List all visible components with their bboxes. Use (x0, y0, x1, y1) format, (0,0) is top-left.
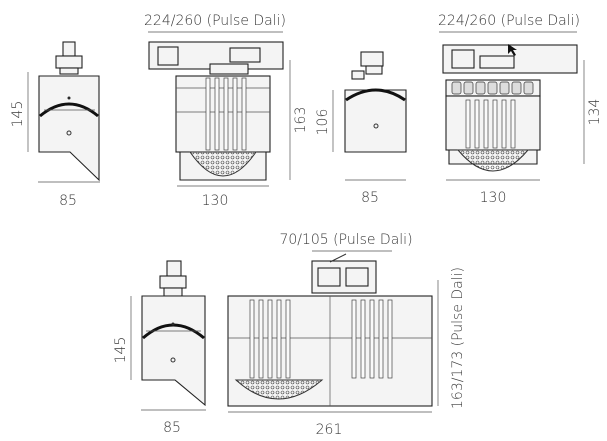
fin (214, 77, 220, 151)
v3-width-label: 85 (361, 190, 379, 206)
fin (276, 299, 282, 379)
v6-height-label: 163/173 (Pulse Dali) (450, 267, 466, 409)
fin (241, 77, 247, 151)
v4-track-label: 224/260 (Pulse Dali) (438, 13, 580, 29)
housing-front (175, 75, 271, 153)
dim-v3: 106 85 (315, 90, 406, 206)
dim-v6: 163/173 (Pulse Dali) 261 (228, 267, 466, 438)
fin (249, 299, 255, 379)
housing-side (38, 75, 100, 182)
v4-height-label: 134 (587, 99, 603, 126)
v1-height-label: 145 (10, 101, 26, 128)
side-view-3 (344, 51, 407, 153)
fin (232, 77, 238, 151)
dim-v5: 145 85 (113, 296, 206, 436)
v5-height-label: 145 (113, 337, 129, 364)
front-view-2: 224/260 (Pulse Dali) (144, 13, 286, 181)
fin (258, 299, 264, 379)
fin (474, 99, 480, 149)
v2-height-label: 163 (293, 107, 309, 134)
fin (483, 99, 489, 149)
housing-side-short (344, 89, 407, 153)
dim-v4: 134 130 (446, 60, 603, 206)
fin (378, 299, 384, 379)
dim-v1: 145 85 (10, 72, 100, 209)
cursor-icon (508, 44, 517, 56)
cap (475, 81, 486, 95)
v4-width-label: 130 (480, 190, 507, 206)
side-view-1 (38, 41, 100, 182)
cap (487, 81, 498, 95)
v6-width-label: 261 (316, 422, 343, 438)
v2-width-label: 130 (202, 193, 229, 209)
fin (369, 299, 375, 379)
fin (205, 77, 211, 151)
adapter-head (62, 41, 76, 57)
cap (523, 81, 534, 95)
front-view-4: 224/260 (Pulse Dali) (438, 13, 580, 172)
v5-width-label: 85 (163, 420, 181, 436)
cap (499, 81, 510, 95)
fin (492, 99, 498, 149)
fin (223, 77, 229, 151)
front-view-6: 70/105 (Pulse Dali) (227, 232, 433, 407)
v6-adapter-label: 70/105 (Pulse Dali) (279, 232, 412, 248)
housing-side-bottom (141, 295, 206, 407)
v2-track-label: 224/260 (Pulse Dali) (144, 13, 286, 29)
cap (511, 81, 522, 95)
cap (451, 81, 462, 95)
fin (267, 299, 273, 379)
fin (360, 299, 366, 379)
fin (351, 299, 357, 379)
fin (465, 99, 471, 149)
fin (387, 299, 393, 379)
fin (285, 299, 291, 379)
v3-height-label: 106 (315, 109, 331, 136)
fin (501, 99, 507, 149)
side-view-5 (141, 260, 206, 407)
dim-v2: 163 130 (177, 60, 309, 209)
cap (463, 81, 474, 95)
fin (510, 99, 516, 149)
v1-width-label: 85 (59, 193, 77, 209)
